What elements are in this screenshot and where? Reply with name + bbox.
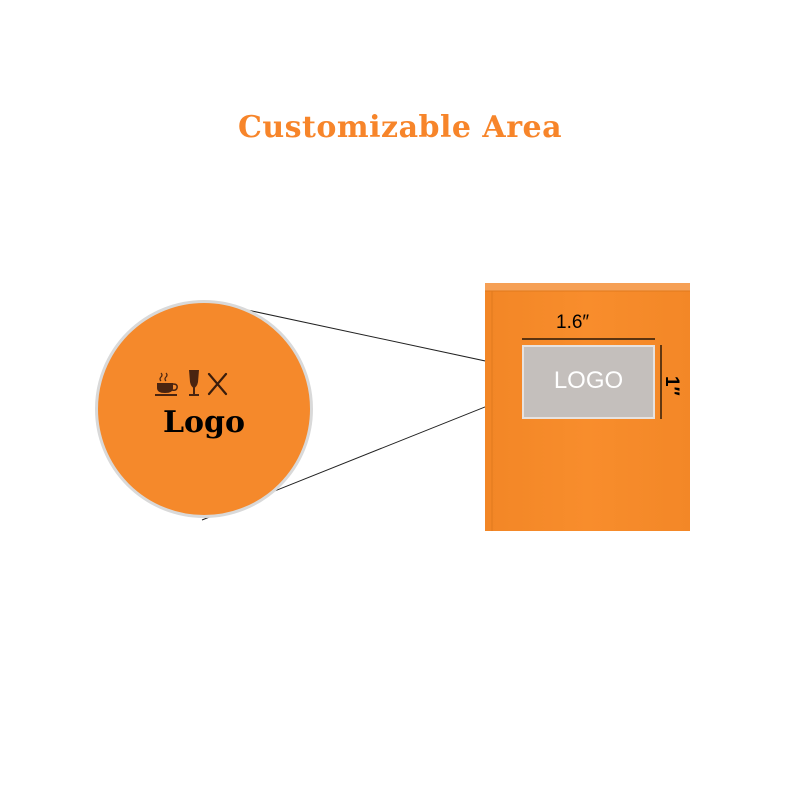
zoom-detail-circle: Logo [95, 300, 313, 518]
icons-row [155, 370, 228, 396]
logo-placeholder-text: LOGO [553, 367, 624, 394]
wine-glass-icon [189, 370, 199, 396]
width-dimension-label: 1.6″ [556, 312, 590, 333]
crossed-utensils-icon [207, 372, 228, 396]
coffee-cup-icon [155, 372, 178, 396]
page-title: Customizable Area [237, 110, 563, 145]
zoom-logo-text: Logo [162, 405, 246, 440]
height-dimension-label: 1″ [661, 376, 682, 396]
notebook-top-edge [485, 283, 690, 291]
logo-placeholder-area: LOGO [522, 345, 655, 419]
